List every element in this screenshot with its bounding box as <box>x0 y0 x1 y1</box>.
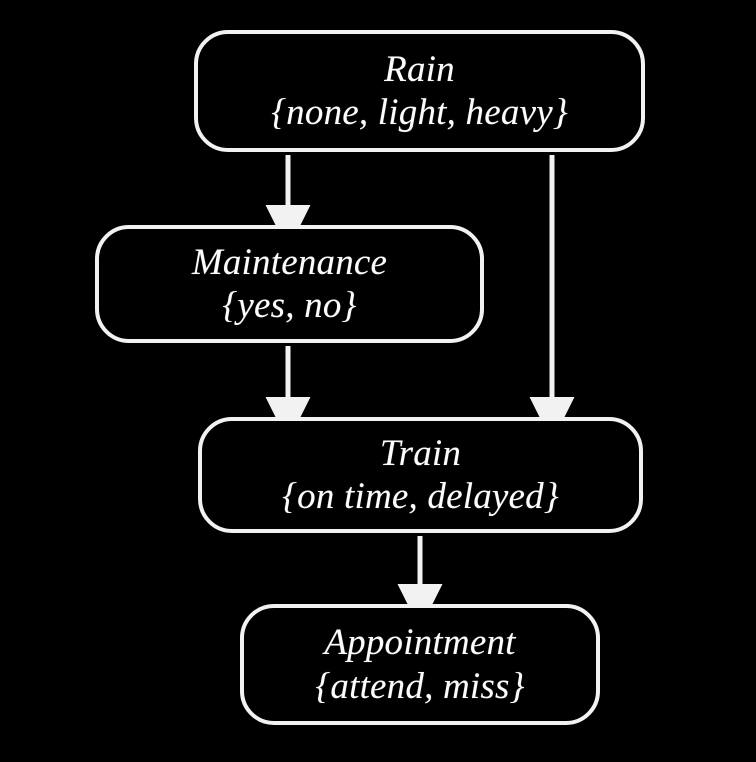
node-appointment[interactable]: Appointment {attend, miss} <box>240 604 600 725</box>
node-maintenance[interactable]: Maintenance {yes, no} <box>95 225 484 343</box>
node-rain-label: Rain <box>384 48 455 90</box>
node-maintenance-label: Maintenance <box>191 241 388 283</box>
node-rain-domain: {none, light, heavy} <box>271 92 568 133</box>
node-train-label: Train <box>379 432 462 474</box>
node-train-domain: {on time, delayed} <box>282 476 559 517</box>
node-rain[interactable]: Rain {none, light, heavy} <box>194 30 645 152</box>
node-appointment-label: Appointment <box>324 622 516 664</box>
node-train[interactable]: Train {on time, delayed} <box>198 417 643 533</box>
node-appointment-domain: {attend, miss} <box>315 665 525 707</box>
node-maintenance-domain: {yes, no} <box>222 285 357 326</box>
